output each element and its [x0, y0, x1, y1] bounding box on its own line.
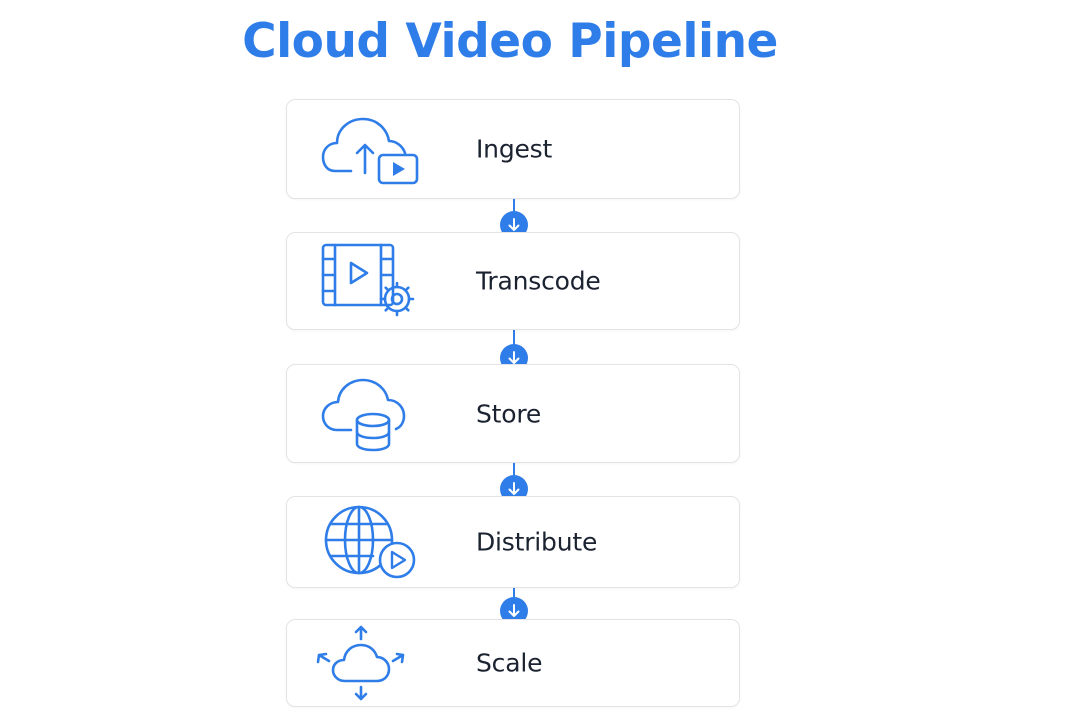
step-label: Store	[476, 399, 542, 428]
step-label: Ingest	[476, 134, 553, 164]
cloud-database-icon	[321, 376, 421, 452]
step-card-store: Store	[286, 364, 740, 463]
globe-play-icon	[321, 504, 421, 580]
cloud-expand-arrows-icon	[316, 625, 421, 701]
diagram-title: Cloud Video Pipeline	[242, 14, 778, 69]
step-label: Distribute	[476, 527, 598, 557]
step-label: Transcode	[476, 266, 601, 296]
step-label: Scale	[476, 648, 543, 678]
film-gear-icon	[321, 243, 421, 319]
step-card-ingest: Ingest	[286, 99, 740, 199]
step-card-transcode: Transcode	[286, 232, 740, 330]
step-card-distribute: Distribute	[286, 496, 740, 588]
step-card-scale: Scale	[286, 619, 740, 707]
cloud-upload-video-icon	[321, 111, 421, 187]
